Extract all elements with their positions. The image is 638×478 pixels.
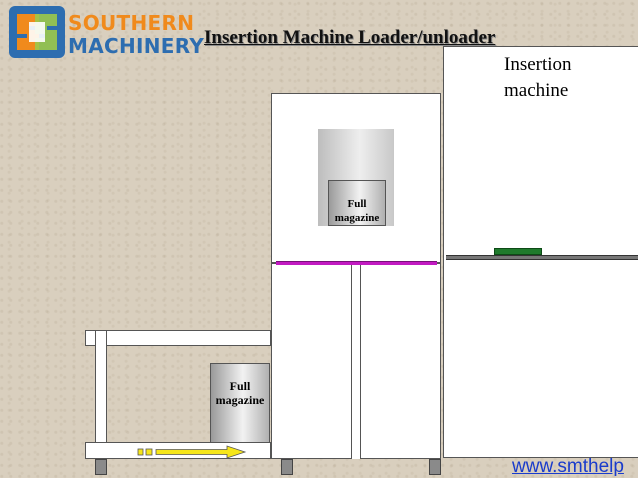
magazine-bottom xyxy=(210,363,270,443)
foot-left xyxy=(95,459,107,475)
logo-text-machinery: MACHINERY xyxy=(68,34,205,58)
magazine-bottom-label-line1: Full xyxy=(229,379,251,393)
elevator-rail xyxy=(351,265,361,459)
logo-icon xyxy=(9,6,65,58)
machine-conveyor xyxy=(446,255,638,260)
elevator-platform xyxy=(276,261,437,265)
foot-right xyxy=(429,459,441,475)
machine-label-line2: machine xyxy=(504,80,569,101)
logo-text-southern: SOUTHERN xyxy=(68,11,195,35)
magazine-top: Full magazine xyxy=(328,180,386,226)
buffer-shelf-top xyxy=(85,330,271,346)
magazine-bottom-label: Full magazine xyxy=(210,379,270,407)
foot-middle xyxy=(281,459,293,475)
buffer-leg xyxy=(95,330,107,459)
website-link[interactable]: www.smthelp xyxy=(512,456,624,477)
magazine-top-label-line2: magazine xyxy=(334,212,380,224)
magazine-bottom-label-line2: magazine xyxy=(215,393,265,407)
feed-arrow-icon xyxy=(137,445,247,459)
page-title: Insertion Machine Loader/unloader xyxy=(204,27,496,48)
magazine-top-label-line1: Full xyxy=(347,198,367,210)
insertion-machine-label: Insertion machine xyxy=(504,52,624,104)
pcb-board xyxy=(494,248,542,255)
machine-label-line1: Insertion xyxy=(504,54,572,75)
